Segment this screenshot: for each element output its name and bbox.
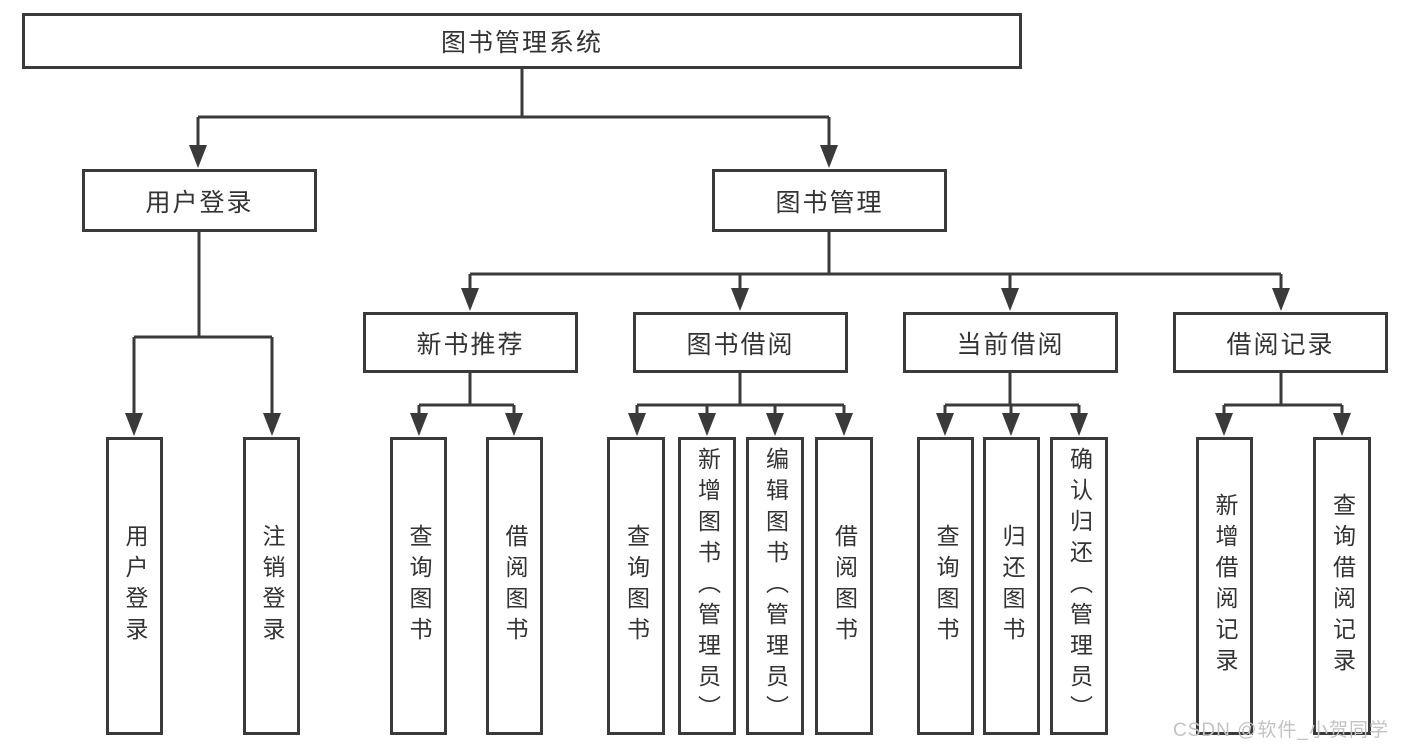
node-leaf-query-books-3: 查询图书	[917, 437, 974, 735]
node-new-book-recommend-label: 新书推荐	[416, 330, 525, 359]
node-leaf-add-book-admin: 新增图书（管理员）	[678, 437, 736, 735]
node-leaf-confirm-return-admin: 确认归还（管理员）	[1050, 437, 1108, 735]
node-book-management-label: 图书管理	[775, 188, 884, 217]
node-leaf-return-book: 归还图书	[983, 437, 1040, 735]
node-leaf-borrow-books-1-label: 借阅图书	[502, 524, 528, 648]
node-book-borrow: 图书借阅	[633, 312, 848, 373]
node-borrow-record-label: 借阅记录	[1226, 330, 1335, 359]
node-leaf-add-book-admin-label: 新增图书（管理员）	[694, 446, 721, 726]
connector-paths	[132, 69, 1344, 418]
node-library-system: 图书管理系统	[22, 13, 1022, 69]
node-leaf-edit-book-admin-label: 编辑图书（管理员）	[762, 446, 789, 726]
node-leaf-user-login-label: 用户登录	[122, 524, 148, 648]
node-leaf-query-books-3-label: 查询图书	[933, 524, 959, 648]
node-book-borrow-label: 图书借阅	[686, 330, 795, 359]
node-user-login-label: 用户登录	[145, 188, 254, 217]
node-book-management: 图书管理	[712, 169, 947, 232]
node-leaf-logout-label: 注销登录	[259, 524, 285, 648]
node-leaf-logout: 注销登录	[243, 437, 300, 735]
node-leaf-query-books-1: 查询图书	[390, 437, 447, 735]
node-leaf-query-borrow-record-label: 查询借阅记录	[1329, 493, 1356, 679]
node-library-system-label: 图书管理系统	[440, 29, 603, 57]
node-leaf-borrow-books-1: 借阅图书	[486, 437, 543, 735]
node-leaf-query-books-2: 查询图书	[607, 437, 665, 735]
node-leaf-confirm-return-admin-label: 确认归还（管理员）	[1066, 446, 1093, 726]
node-leaf-edit-book-admin: 编辑图书（管理员）	[746, 437, 804, 735]
node-leaf-query-borrow-record: 查询借阅记录	[1313, 437, 1371, 735]
node-borrow-record: 借阅记录	[1173, 312, 1388, 373]
node-new-book-recommend: 新书推荐	[363, 312, 578, 373]
arrowheads	[125, 145, 1351, 436]
node-user-login: 用户登录	[82, 169, 317, 232]
watermark: CSDN @软件_小贺同学	[1173, 720, 1389, 741]
node-current-borrow: 当前借阅	[903, 312, 1118, 373]
node-leaf-query-books-2-label: 查询图书	[623, 524, 650, 648]
node-leaf-borrow-books-2: 借阅图书	[815, 437, 873, 735]
node-leaf-user-login: 用户登录	[106, 437, 163, 735]
node-leaf-add-borrow-record: 新增借阅记录	[1196, 437, 1253, 735]
node-leaf-add-borrow-record-label: 新增借阅记录	[1212, 493, 1238, 679]
node-leaf-borrow-books-2-label: 借阅图书	[831, 524, 858, 648]
node-current-borrow-label: 当前借阅	[956, 330, 1065, 359]
node-leaf-return-book-label: 归还图书	[999, 524, 1025, 648]
node-leaf-query-books-1-label: 查询图书	[406, 524, 432, 648]
